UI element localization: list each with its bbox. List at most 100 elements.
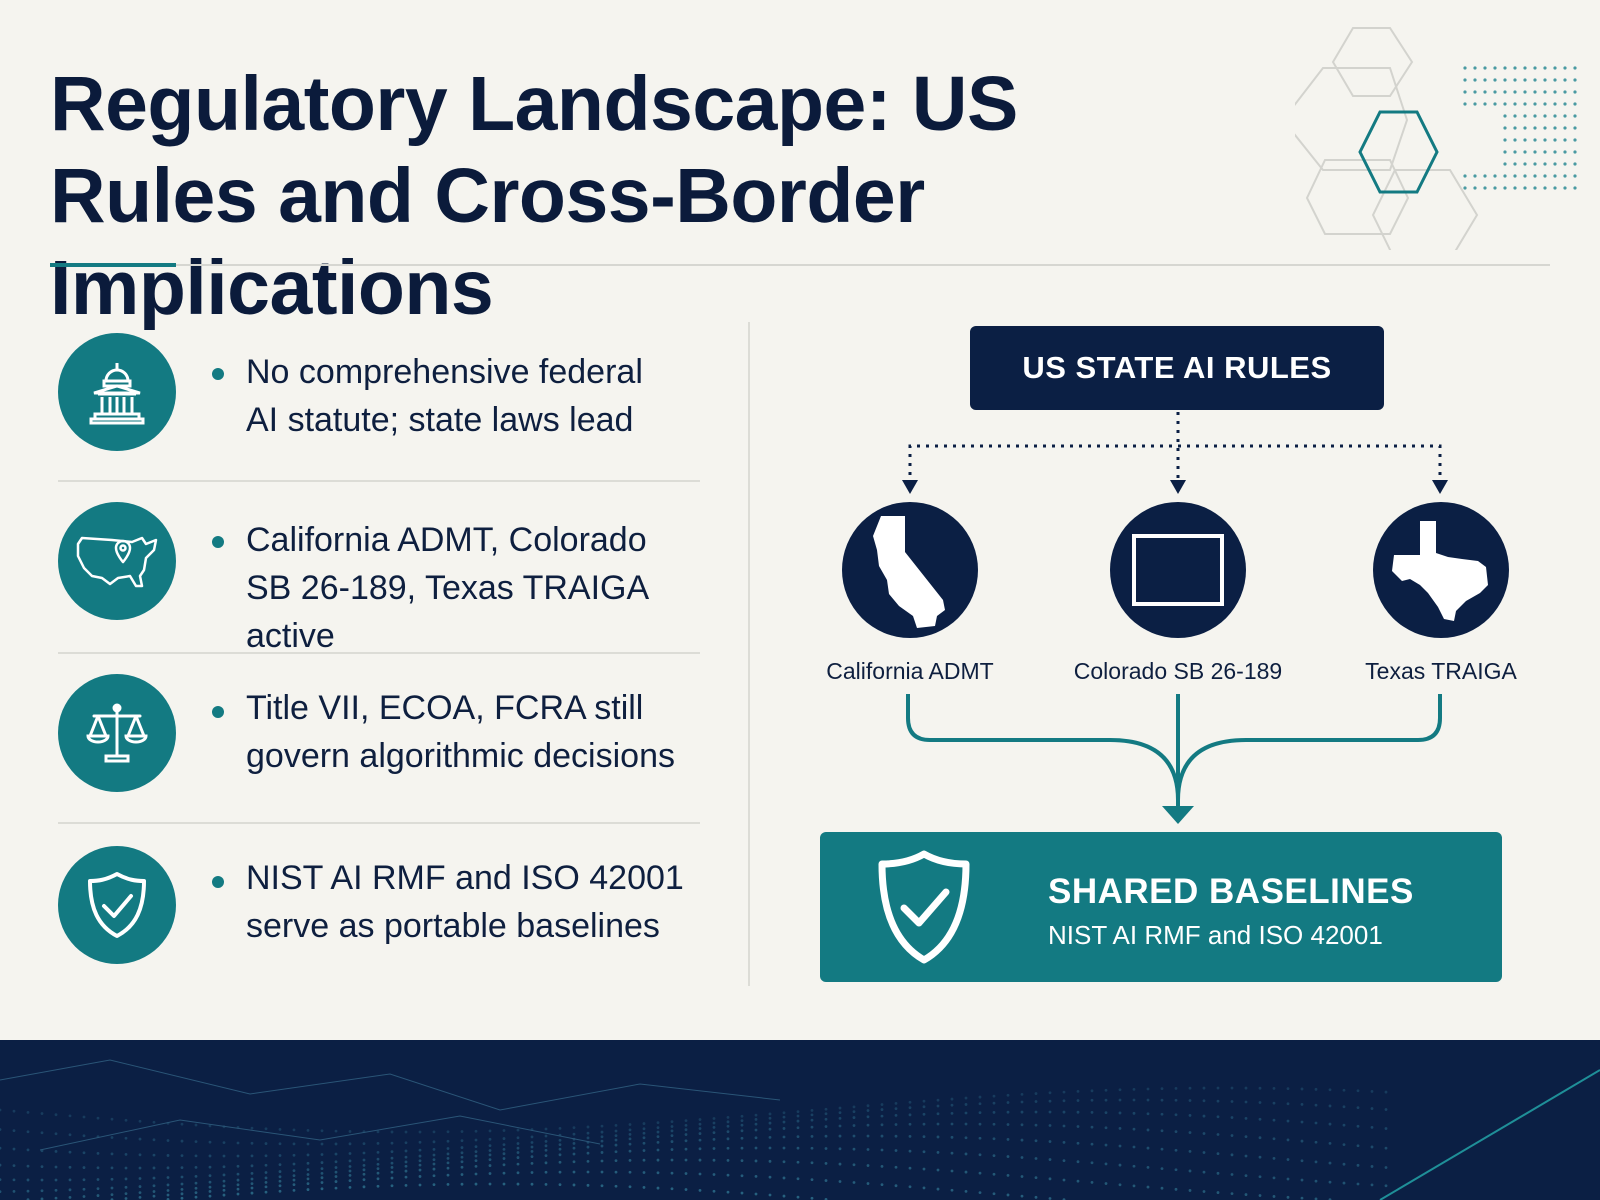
decor-dot — [1463, 186, 1467, 190]
wave-dot — [698, 1188, 702, 1192]
decor-dot — [1473, 66, 1477, 70]
wave-dot — [1006, 1173, 1010, 1177]
wave-dot — [12, 1129, 16, 1133]
wave-dot — [838, 1180, 842, 1183]
list-item: Title VII, ECOA, FCRA still govern algor… — [58, 674, 700, 804]
wave-dot — [586, 1125, 590, 1129]
wave-dot — [670, 1129, 674, 1133]
wave-dot — [1300, 1103, 1304, 1106]
decor-dot — [1533, 150, 1537, 154]
wave-dot — [418, 1148, 422, 1152]
wave-dot — [768, 1121, 772, 1125]
decor-dot — [1543, 138, 1547, 142]
wave-dot — [1384, 1108, 1388, 1111]
wave-dot — [572, 1142, 576, 1145]
wave-dot — [810, 1109, 814, 1112]
wave-dot — [26, 1164, 30, 1168]
wave-dot — [1202, 1086, 1206, 1090]
wave-dot — [1118, 1144, 1122, 1148]
wave-dot — [978, 1111, 982, 1115]
wave-dot — [964, 1136, 968, 1140]
wave-dot — [180, 1166, 184, 1170]
wave-dot — [712, 1117, 716, 1120]
decor-dot — [1533, 78, 1537, 82]
wave-dot — [516, 1146, 520, 1150]
decor-dot — [1563, 126, 1567, 130]
wave-dot — [1174, 1086, 1178, 1090]
wave-dot — [824, 1107, 828, 1111]
decor-dot — [1553, 186, 1557, 190]
wave-dot — [68, 1150, 72, 1154]
decor-dot — [1513, 186, 1517, 190]
wave-dot — [474, 1159, 478, 1163]
wave-dot — [1202, 1114, 1206, 1118]
wave-dot — [698, 1172, 702, 1176]
wave-dot — [180, 1187, 184, 1191]
wave-dot — [404, 1141, 408, 1145]
wave-dot — [306, 1173, 310, 1176]
wave-dot — [96, 1187, 100, 1191]
wave-dot — [1384, 1184, 1388, 1188]
wave-dot — [26, 1130, 30, 1134]
shared-baselines-subtitle: NIST AI RMF and ISO 42001 — [1048, 920, 1383, 950]
texas-circle — [1373, 502, 1509, 638]
wave-dot — [964, 1170, 968, 1174]
wave-dot — [880, 1134, 884, 1138]
wave-dot — [208, 1154, 212, 1158]
wave-dot — [1272, 1156, 1276, 1160]
wave-dot — [446, 1130, 450, 1134]
wave-dot — [712, 1147, 716, 1150]
wave-dot — [936, 1135, 940, 1139]
wave-dot — [292, 1142, 296, 1146]
capitol-building-icon — [58, 333, 176, 451]
wave-dot — [432, 1158, 436, 1161]
wave-dot — [40, 1112, 44, 1115]
wave-dot — [334, 1180, 338, 1183]
wave-dot — [642, 1131, 646, 1135]
wave-dot — [320, 1161, 324, 1164]
point-text-line: govern algorithmic decisions — [246, 737, 675, 775]
wave-dot — [474, 1145, 478, 1149]
decor-dot — [1513, 66, 1517, 70]
wave-dot — [236, 1187, 240, 1191]
wave-dot — [754, 1122, 758, 1126]
wave-dot — [222, 1184, 226, 1188]
wave-dot — [1034, 1195, 1038, 1199]
wave-dot — [446, 1166, 450, 1170]
wave-dot — [754, 1118, 758, 1121]
wave-dot — [670, 1148, 674, 1151]
wave-dot — [376, 1142, 380, 1145]
decor-dot — [1473, 186, 1477, 190]
wave-dot — [908, 1134, 912, 1138]
wave-dot — [1090, 1142, 1094, 1146]
wave-dot — [1384, 1146, 1388, 1150]
wave-dot — [950, 1122, 954, 1126]
wave-dot — [474, 1164, 478, 1168]
wave-dot — [614, 1138, 618, 1142]
wave-dot — [684, 1147, 688, 1151]
wave-dot — [740, 1114, 744, 1118]
decor-dot — [1563, 90, 1567, 94]
wave-dot — [1090, 1098, 1094, 1102]
wave-dot — [894, 1149, 898, 1152]
decor-dot — [1523, 90, 1527, 94]
wave-dot — [264, 1163, 268, 1167]
wave-dot — [1230, 1086, 1234, 1090]
wave-dot — [362, 1178, 366, 1182]
wave-dot — [488, 1149, 492, 1152]
wave-dot — [516, 1182, 520, 1186]
wave-dot — [922, 1135, 926, 1139]
wave-dot — [82, 1187, 86, 1191]
wave-dot — [1244, 1135, 1248, 1139]
wave-dot — [82, 1134, 86, 1138]
wave-dot — [222, 1193, 226, 1197]
wave-dot — [1034, 1110, 1038, 1114]
decor-dot — [1543, 174, 1547, 178]
wave-dot — [502, 1163, 506, 1167]
wave-dot — [824, 1162, 828, 1165]
wave-dot — [866, 1182, 870, 1185]
wave-dot — [152, 1176, 156, 1180]
decor-dot — [1553, 150, 1557, 154]
decor-dot — [1563, 66, 1567, 70]
wave-dot — [698, 1122, 702, 1126]
